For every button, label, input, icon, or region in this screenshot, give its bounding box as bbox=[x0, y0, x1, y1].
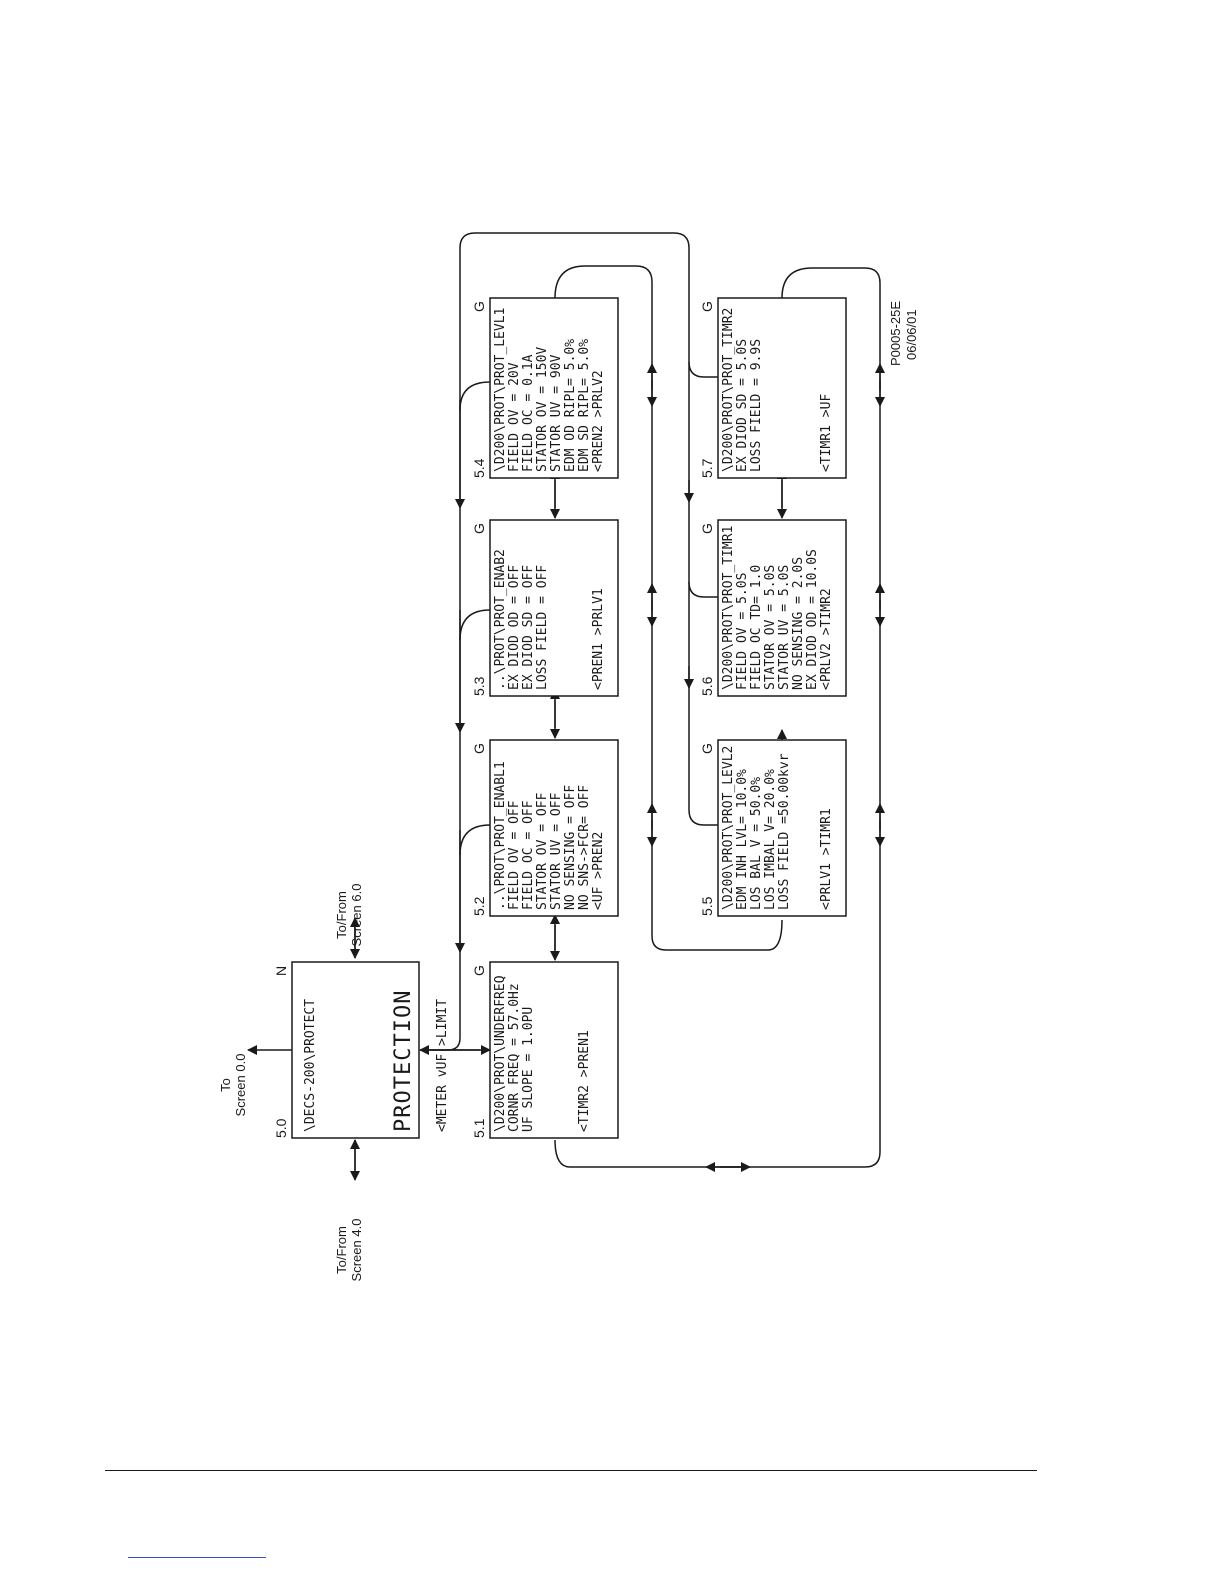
screen-5-3-line-3: LOSS FIELD = OFF bbox=[535, 565, 550, 690]
svg-text:P0005-25E: P0005-25E bbox=[888, 301, 903, 366]
screen-5-2-mode-letter: G bbox=[471, 743, 487, 754]
screen-5-4-line-4: STATOR UV = 90V bbox=[549, 354, 564, 472]
screen-5-3-line-2: EX DIOD SD = OFF bbox=[521, 565, 536, 690]
screen-5-0-number: 5.0 bbox=[273, 1118, 289, 1138]
screen-5-5-line-7: <PRLV1 >TIMR1 bbox=[819, 808, 834, 910]
screen-5-6-line-6: EX DIOD OD = 10.0S bbox=[805, 549, 820, 690]
screen-5-7-line-7: <TIMR1 >UF bbox=[819, 394, 834, 472]
screen-5-3-number: 5.3 bbox=[471, 676, 487, 696]
screen-5-6-number: 5.6 bbox=[699, 676, 715, 696]
screen-5-6-line-0: \D200\PROT\PROT_TIMR1 bbox=[721, 526, 736, 690]
screen-5-6-box bbox=[717, 519, 847, 697]
screen-5-4-line-2: FIELD OC = 0.1A bbox=[521, 354, 536, 472]
screen-5-7-line-1: EX DIOD SD = 5.0S bbox=[735, 339, 750, 472]
screen-5-4-line-5: EDM OD RIPL= 5.0% bbox=[563, 339, 578, 472]
screen-5-1-number: 5.1 bbox=[471, 1118, 487, 1138]
screen-5-6-line-4: STATOR UV = 5.0S bbox=[777, 565, 792, 690]
screen-5-2-line-3: STATOR OV = OFF bbox=[535, 792, 550, 910]
screen-5-4-mode-letter: G bbox=[471, 301, 487, 312]
screen-5-6-line-7: <PRLV2 >TIMR2 bbox=[819, 588, 834, 690]
screen-5-3-line-7: <PREN1 >PRLV1 bbox=[591, 588, 606, 690]
screen-5-4-line-6: EDM SD RIPL= 5.0% bbox=[577, 339, 592, 472]
screen-5-5-box bbox=[717, 739, 847, 917]
svg-text:Screen 4.0: Screen 4.0 bbox=[349, 1219, 364, 1282]
screen-5-6-line-2: FIELD OC TD= 1.0 bbox=[749, 565, 764, 690]
upper-return-path bbox=[420, 232, 690, 1051]
screen-5-4-line-0: \D200\PROT\PROT_LEVL1 bbox=[493, 308, 508, 472]
screen-5-0-line-0: \DECS-200\PROTECT bbox=[303, 999, 318, 1132]
screen-5-6-mode-letter: G bbox=[699, 523, 715, 534]
screen-5-5-mode-letter: G bbox=[699, 743, 715, 754]
screen-5-5-line-1: EDM INH LVL= 10.0% bbox=[735, 769, 750, 910]
hook-5-2 bbox=[459, 824, 491, 856]
screen-5-0: \DECS-200\PROTECT PROTECTION <METER vUF >L… bbox=[273, 961, 450, 1139]
screen-5-5-number: 5.5 bbox=[699, 896, 715, 916]
screen-5-1-line-0: \D200\PROT\UNDERFREQ bbox=[493, 975, 508, 1132]
screen-5-4-line-7: <PREN2 >PRLV2 bbox=[591, 370, 606, 472]
screen-5-5-line-0: \D200\PROT\PROT_LEVL2 bbox=[721, 746, 736, 910]
svg-text:Screen 0.0: Screen 0.0 bbox=[233, 1054, 248, 1117]
screen-5-3-line-1: EX DIOD OD = OFF bbox=[507, 565, 522, 690]
screen-5-6-line-1: FIELD OV = 5.0S bbox=[735, 573, 750, 690]
screen-5-7-line-0: \D200\PROT\PROT_TIMR2 bbox=[721, 308, 736, 472]
screen-5-2-box bbox=[489, 739, 619, 917]
screen-5-6-line-5: NO SENSING = 2.0S bbox=[791, 557, 806, 690]
channel-to-lower-row bbox=[688, 500, 720, 826]
screen-5-3-box bbox=[489, 519, 619, 697]
screen-5-2-line-4: STATOR UV = OFF bbox=[549, 792, 564, 910]
screen-5-2-line-1: FIELD OV = OFF bbox=[507, 800, 522, 910]
screen-5-0-box bbox=[291, 961, 420, 1139]
screen-5-1-line-1: CORNR FREQ = 57.0Hz bbox=[507, 983, 522, 1132]
screen-5-4-line-3: STATOR OV = 150V bbox=[535, 347, 550, 472]
screen-5-4-box bbox=[489, 297, 619, 479]
screen-5-3-mode-letter: G bbox=[471, 523, 487, 534]
svg-text:To/From: To/From bbox=[334, 891, 349, 939]
hook-5-3 bbox=[459, 609, 491, 641]
svg-text:06/06/01: 06/06/01 bbox=[904, 309, 919, 360]
screen-5-2-line-5: NO SENSING = OFF bbox=[563, 785, 578, 910]
screen-5-1-line-2: UF SLOPE = 1.0PU bbox=[521, 1007, 536, 1132]
screen-5-2-line-0: ..\PROT\PROT_ENABL1 bbox=[493, 761, 508, 910]
screen-5-5-line-2: LOS BAL V = 50.0% bbox=[749, 777, 764, 910]
screen-5-2-line-6: NO SNS->FCR= OFF bbox=[577, 785, 592, 910]
screen-5-1-mode-letter: G bbox=[471, 965, 487, 976]
screen-5-0-line-2: PROTECTION bbox=[391, 990, 416, 1132]
screen-5-5-line-4: LOSS FIELD =50.00kvr bbox=[777, 753, 792, 910]
screen-5-6-line-3: STATOR OV = 5.0S bbox=[763, 565, 778, 690]
screen-5-7-box bbox=[717, 297, 847, 479]
screen-5-5-line-3: LOS IMBAL V= 20.0% bbox=[763, 769, 778, 910]
footer-rule bbox=[105, 1470, 1037, 1471]
screen-5-2-line-2: FIELD OC = OFF bbox=[521, 800, 536, 910]
footer-link-underline bbox=[128, 1557, 266, 1558]
loop-5-7-to-5-1 bbox=[554, 267, 881, 1168]
screen-5-7-line-2: LOSS FIELD = 9.9S bbox=[749, 339, 764, 472]
screen-5-1-line-6: <TIMR2 >PREN1 bbox=[577, 1030, 592, 1132]
hook-5-4 bbox=[459, 381, 491, 411]
screen-5-7-mode-letter: G bbox=[699, 301, 715, 312]
screen-5-1-box bbox=[489, 961, 619, 1139]
screen-5-4-line-1: FIELD OV = 20V bbox=[507, 362, 522, 472]
screen-5-0-line-4: <METER vUF >LIMIT bbox=[435, 999, 450, 1132]
screen-5-2-line-7: <UF >PREN2 bbox=[591, 832, 606, 910]
svg-text:To: To bbox=[218, 1078, 233, 1092]
svg-text:Screen 6.0: Screen 6.0 bbox=[349, 884, 364, 947]
screen-5-3-line-0: ..\PROT\PROT_ENAB2 bbox=[493, 549, 508, 690]
screen-5-7-number: 5.7 bbox=[699, 458, 715, 478]
screen-5-2-number: 5.2 bbox=[471, 896, 487, 916]
screen-5-4-number: 5.4 bbox=[471, 458, 487, 478]
svg-text:To/From: To/From bbox=[334, 1226, 349, 1274]
screen-5-0-mode-letter: N bbox=[273, 966, 289, 976]
